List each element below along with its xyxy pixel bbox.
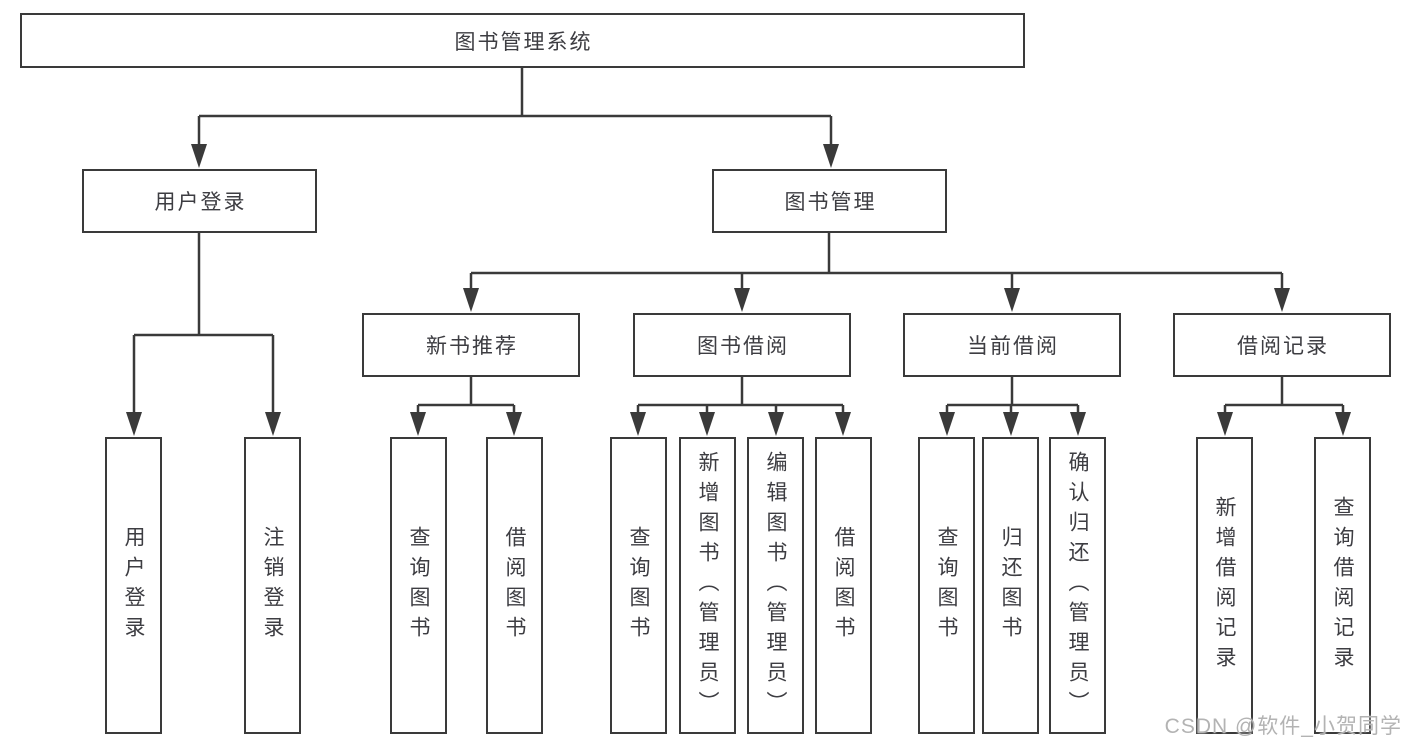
leaf-logout: 注销登录	[244, 437, 301, 734]
arrow-down-icon	[1003, 412, 1019, 436]
leaf-current-confirm-return-admin-label: 确认归还（管理员）	[1066, 450, 1089, 721]
leaf-borrow-borrow-book-label: 借阅图书	[832, 525, 855, 646]
node-current-borrow-label: 当前借阅	[967, 335, 1059, 358]
arrow-down-icon	[939, 412, 955, 436]
leaf-current-query-book: 查询图书	[918, 437, 975, 734]
leaf-current-query-book-label: 查询图书	[935, 525, 958, 646]
connector-root-to-level2	[197, 68, 833, 146]
arrow-down-icon	[1217, 412, 1233, 436]
arrow-down-icon	[126, 412, 142, 436]
leaf-record-add-label: 新增借阅记录	[1213, 495, 1236, 676]
arrow-down-icon	[506, 412, 522, 436]
arrow-down-icon	[463, 288, 479, 312]
leaf-recommend-query-book: 查询图书	[390, 437, 447, 734]
leaf-recommend-query-book-label: 查询图书	[407, 525, 430, 646]
node-current-borrow: 当前借阅	[903, 313, 1121, 377]
node-borrow-record: 借阅记录	[1173, 313, 1391, 377]
leaf-record-query-label: 查询借阅记录	[1331, 495, 1354, 676]
arrow-down-icon	[1070, 412, 1086, 436]
connector-userlogin-to-leaves	[132, 233, 275, 414]
node-new-book-recommend: 新书推荐	[362, 313, 580, 377]
connector-record-to-leaves	[1223, 377, 1345, 414]
node-book-borrow: 图书借阅	[633, 313, 851, 377]
arrow-down-icon	[1004, 288, 1020, 312]
connector-newbook-to-leaves	[416, 377, 516, 414]
leaf-record-add: 新增借阅记录	[1196, 437, 1253, 734]
leaf-borrow-add-book-admin-label: 新增图书（管理员）	[696, 450, 719, 721]
leaf-recommend-borrow-book: 借阅图书	[486, 437, 543, 734]
arrow-down-icon	[630, 412, 646, 436]
leaf-current-return-book-label: 归还图书	[999, 525, 1022, 646]
leaf-borrow-edit-book-admin: 编辑图书（管理员）	[747, 437, 804, 734]
leaf-logout-label: 注销登录	[261, 525, 284, 646]
watermark: CSDN @软件_小贺同学	[1164, 715, 1402, 738]
connector-borrow-to-leaves	[636, 377, 845, 414]
leaf-borrow-edit-book-admin-label: 编辑图书（管理员）	[764, 450, 787, 721]
leaf-user-login: 用户登录	[105, 437, 162, 734]
leaf-borrow-add-book-admin: 新增图书（管理员）	[679, 437, 736, 734]
node-borrow-record-label: 借阅记录	[1237, 335, 1329, 358]
arrow-down-icon	[823, 144, 839, 168]
leaf-borrow-borrow-book: 借阅图书	[815, 437, 872, 734]
leaf-current-confirm-return-admin: 确认归还（管理员）	[1049, 437, 1106, 734]
connector-bookmgmt-to-level3	[469, 233, 1284, 290]
leaf-current-return-book: 归还图书	[982, 437, 1039, 734]
leaf-borrow-query-book-label: 查询图书	[627, 525, 650, 646]
leaf-record-query: 查询借阅记录	[1314, 437, 1371, 734]
arrow-down-icon	[835, 412, 851, 436]
arrow-down-icon	[191, 144, 207, 168]
leaf-user-login-label: 用户登录	[122, 525, 145, 646]
leaf-recommend-borrow-book-label: 借阅图书	[503, 525, 526, 646]
node-root-label: 图书管理系统	[454, 30, 593, 54]
node-user-login: 用户登录	[82, 169, 317, 233]
arrow-down-icon	[768, 412, 784, 436]
arrow-down-icon	[265, 412, 281, 436]
arrow-down-icon	[734, 288, 750, 312]
node-book-management: 图书管理	[712, 169, 947, 233]
leaf-borrow-query-book: 查询图书	[610, 437, 667, 734]
node-book-management-label: 图书管理	[784, 191, 877, 214]
arrow-down-icon	[410, 412, 426, 436]
node-new-book-recommend-label: 新书推荐	[426, 335, 518, 358]
node-user-login-label: 用户登录	[154, 191, 247, 214]
node-book-borrow-label: 图书借阅	[697, 335, 789, 358]
connector-current-to-leaves	[945, 377, 1080, 414]
arrow-down-icon	[1274, 288, 1290, 312]
arrow-down-icon	[1335, 412, 1351, 436]
node-root-system: 图书管理系统	[20, 13, 1025, 68]
arrow-down-icon	[699, 412, 715, 436]
